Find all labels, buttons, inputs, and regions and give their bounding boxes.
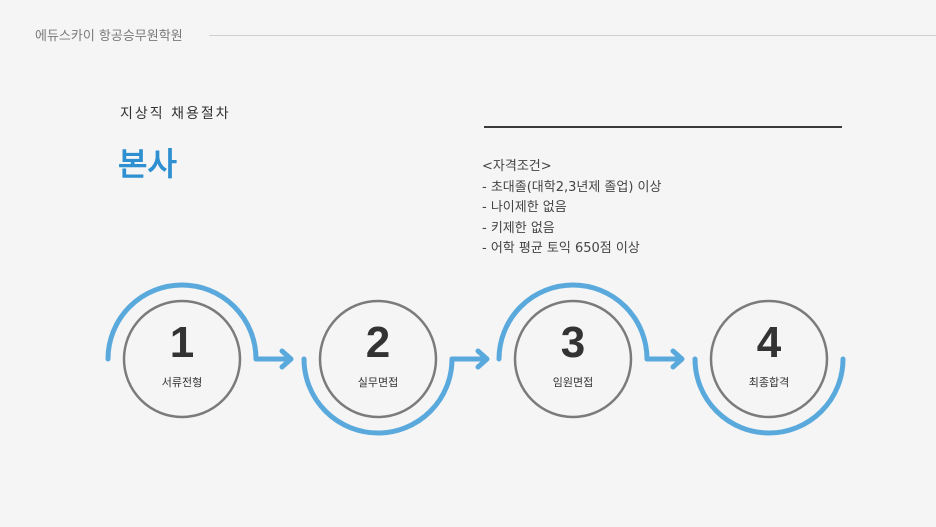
requirement-item: - 나이제한 없음	[482, 200, 567, 215]
step-label-2: 실무면접	[357, 376, 399, 389]
section-subtitle: 지상직 채용절차	[120, 106, 231, 122]
arrow-3	[644, 348, 685, 370]
step-label-4: 최종합격	[748, 376, 790, 389]
requirement-item: - 어학 평균 토익 650점 이상	[482, 241, 640, 256]
section-title: 본사	[118, 145, 177, 183]
step-number-4: 4	[756, 318, 782, 367]
step-label-3: 임원면접	[552, 376, 594, 389]
requirement-item: - 키제한 없음	[482, 220, 555, 236]
arrow-1	[253, 348, 294, 370]
requirements-heading: <자격조건>	[482, 159, 552, 174]
step-number-1: 1	[169, 318, 195, 367]
step-label-1: 서류전형	[161, 376, 203, 389]
step-circle-1	[122, 299, 242, 419]
step-circle-4	[709, 299, 829, 419]
step-circle-2	[318, 299, 438, 419]
requirement-item: - 초대졸(대학2,3년제 졸업) 이상	[482, 179, 662, 195]
header-divider	[209, 35, 936, 36]
brand-name: 에듀스카이 항공승무원학원	[35, 29, 183, 44]
page-header: 에듀스카이 항공승무원학원	[35, 25, 936, 45]
requirements-list: <자격조건> - 초대졸(대학2,3년제 졸업) 이상 - 나이제한 없음 - …	[482, 157, 661, 260]
step-circle-3	[513, 299, 633, 419]
arrow-2	[449, 348, 490, 370]
step-arc-4	[692, 356, 846, 436]
step-arc-1	[105, 282, 259, 362]
step-number-2: 2	[365, 318, 391, 367]
step-number-3: 3	[560, 318, 586, 367]
step-arc-3	[496, 282, 650, 362]
requirements-divider	[484, 126, 842, 128]
step-arc-2	[301, 356, 455, 436]
